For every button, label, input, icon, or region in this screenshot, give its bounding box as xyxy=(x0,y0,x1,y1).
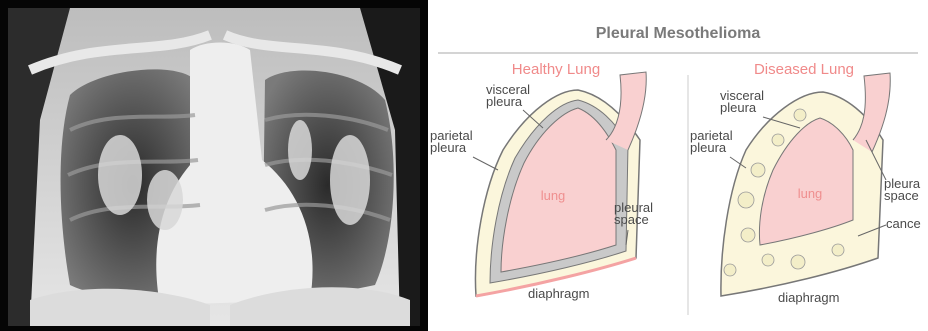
diseased-cancer-label: cance xyxy=(886,216,921,231)
diseased-lung-heading: Diseased Lung xyxy=(754,61,854,78)
healthy-visceral-label-2: pleura xyxy=(486,94,523,109)
pleural-mesothelioma-diagram: Pleural Mesothelioma Healthy Lung Diseas… xyxy=(428,0,928,331)
diseased-space-label-2: space xyxy=(884,188,919,203)
diseased-visceral-label-2: pleura xyxy=(720,100,757,115)
healthy-parietal-label-2: pleura xyxy=(430,140,467,155)
healthy-space-label-2: space xyxy=(614,212,649,227)
healthy-lung-label: lung xyxy=(541,188,566,203)
healthy-lung-heading: Healthy Lung xyxy=(512,61,600,78)
healthy-diaphragm-label: diaphragm xyxy=(528,286,589,301)
chest-xray-image xyxy=(0,0,428,331)
diagram-title: Pleural Mesothelioma xyxy=(596,25,761,42)
diseased-lung-label: lung xyxy=(798,186,823,201)
diseased-parietal-label-2: pleura xyxy=(690,140,727,155)
diseased-diaphragm-label: diaphragm xyxy=(778,290,839,305)
